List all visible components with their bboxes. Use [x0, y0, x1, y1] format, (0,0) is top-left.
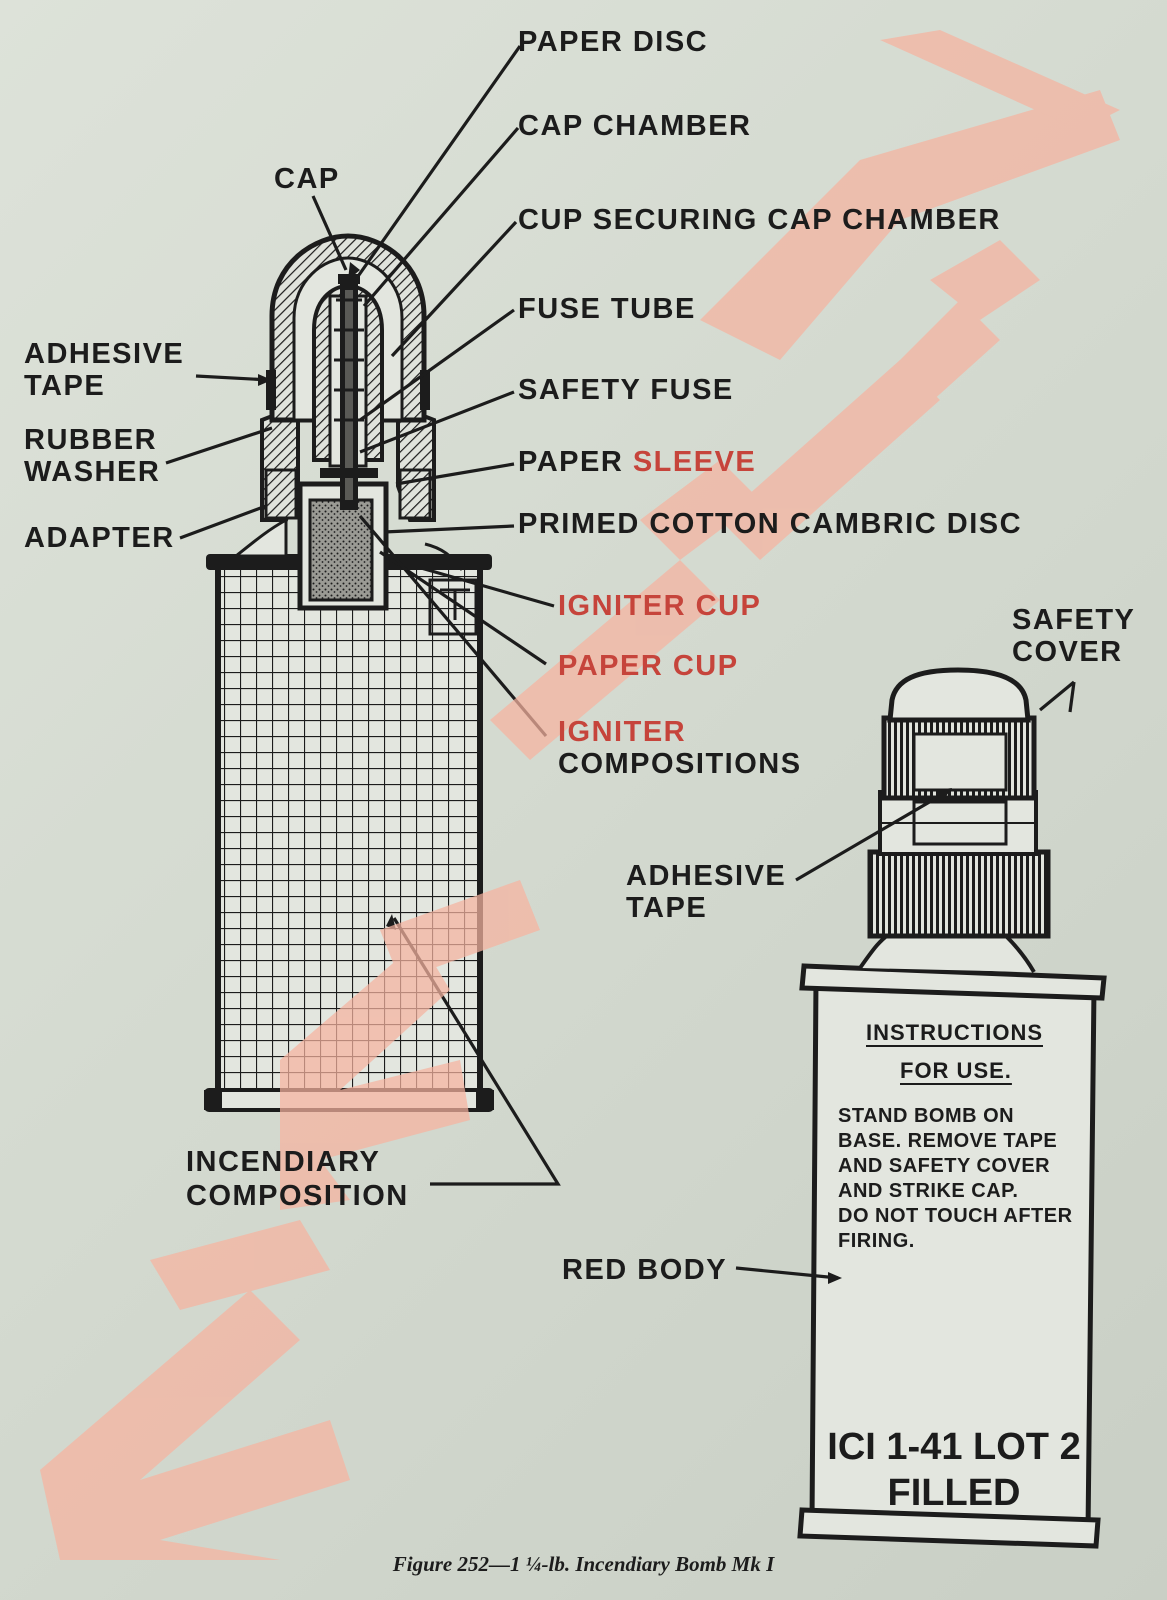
label-igniter-compositions-1: IGNITER: [558, 716, 687, 748]
instructions-heading-1: INSTRUCTIONS: [866, 1020, 1043, 1045]
label-cup-securing-cap-chamber: CUP SECURING CAP CHAMBER: [518, 204, 1001, 236]
label-paper-sleeve-b: SLEEVE: [632, 446, 757, 478]
label-paper-sleeve: PAPER SLEEVE: [518, 446, 756, 478]
sectioned-bomb: [204, 233, 494, 1112]
cover-dome: [887, 667, 1031, 723]
label-adhesive-tape-2: TAPE: [24, 370, 106, 402]
label-primed-cotton-cambric-disc: PRIMED COTTON CAMBRIC DISC: [518, 508, 1023, 540]
body-marking: ICI 1-41 LOT 2 FILLED: [827, 1426, 1081, 1514]
igniter-compositions-fill: [308, 498, 374, 602]
instructions-body: STAND BOMB ON BASE. REMOVE TAPE AND SAFE…: [838, 1105, 1073, 1252]
label-safety-cover-1: SAFETY: [1012, 604, 1136, 636]
exterior-bomb: [797, 667, 1107, 1549]
label-adhesive-tape-1: ADHESIVE: [24, 338, 185, 370]
label-paper-sleeve-a: PAPER: [518, 446, 633, 478]
label-igniter-compositions-2: COMPOSITIONS: [558, 748, 802, 780]
label-incendiary-composition-2: COMPOSITION: [186, 1180, 409, 1212]
label-cap: CAP: [274, 163, 340, 195]
leader-lines: [165, 45, 1076, 1280]
figure-caption: Figure 252—1 ¼-lb. Incendiary Bomb Mk I: [392, 1552, 775, 1576]
label-adhesive-tape-right-1: ADHESIVE: [626, 860, 787, 892]
label-incendiary-composition-1: INCENDIARY: [186, 1146, 381, 1178]
label-igniter-cup: IGNITER CUP: [558, 590, 762, 622]
watermark-letters: [40, 30, 1120, 1560]
label-adhesive-tape-right-2: TAPE: [626, 892, 708, 924]
label-safety-cover-2: COVER: [1012, 636, 1123, 668]
lower-ring: [867, 849, 1051, 939]
label-safety-fuse: SAFETY FUSE: [518, 374, 734, 406]
label-cap-chamber: CAP CHAMBER: [518, 110, 752, 142]
label-paper-cup: PAPER CUP: [558, 650, 739, 682]
label-rubber-washer-2: WASHER: [24, 456, 161, 488]
arrowheads: [258, 262, 952, 1284]
label-fuse-tube: FUSE TUBE: [518, 293, 696, 325]
label-red-body: RED BODY: [562, 1254, 728, 1286]
label-rubber-washer-1: RUBBER: [24, 424, 158, 456]
instructions-heading-2: FOR USE.: [900, 1058, 1012, 1083]
label-paper-disc: PAPER DISC: [518, 26, 709, 58]
label-adapter: ADAPTER: [24, 522, 175, 554]
